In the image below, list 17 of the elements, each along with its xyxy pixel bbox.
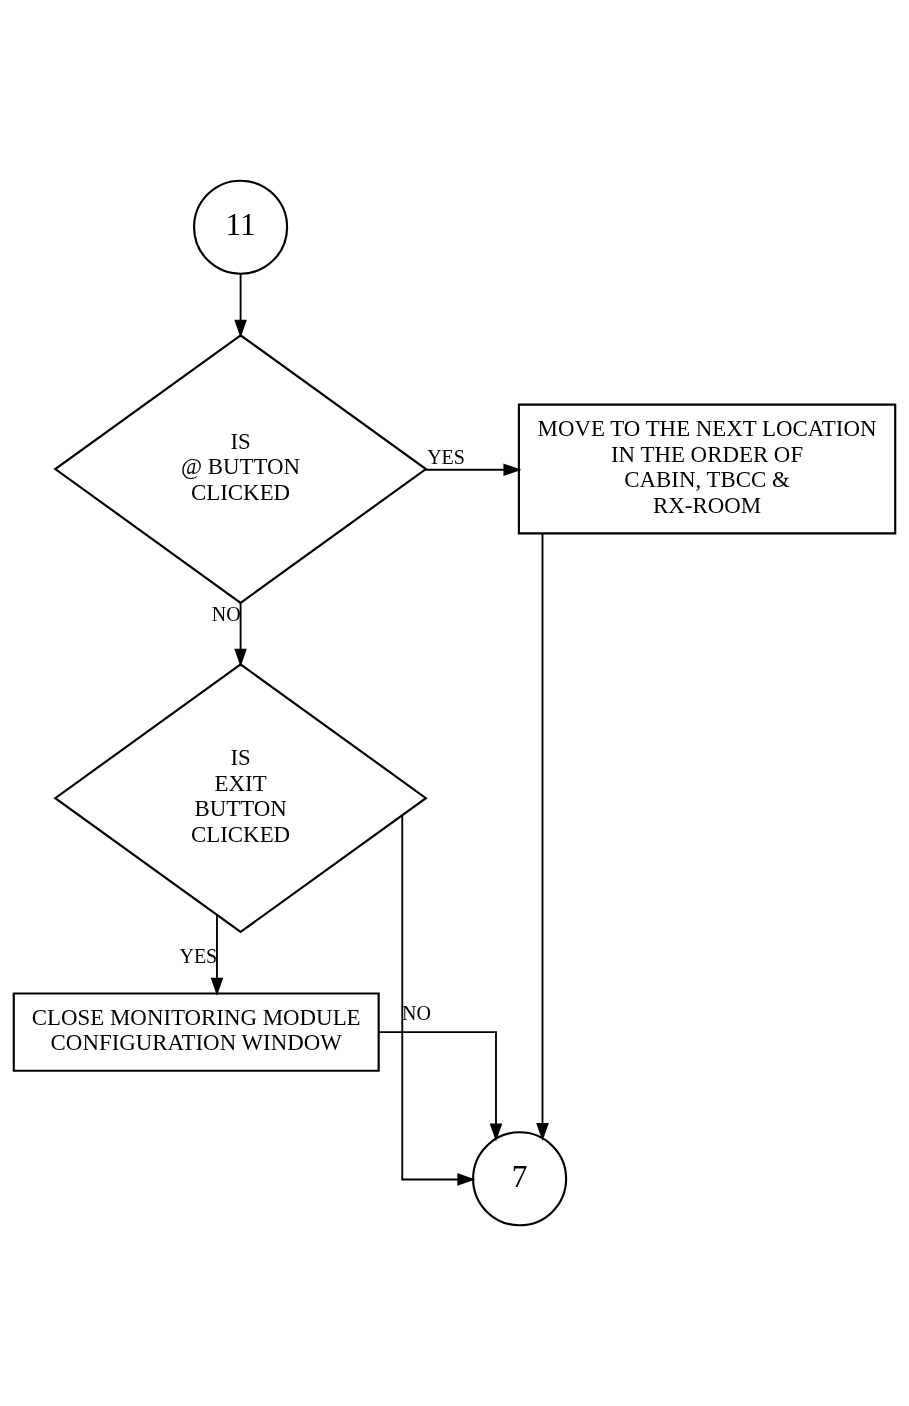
arrow <box>401 814 476 1186</box>
node-diamond: IS @ BUTTON CLICKED <box>53 333 428 605</box>
node-box: CLOSE MONITORING MODULE CONFIGURATION WINDOW <box>12 992 380 1072</box>
edge-label: YES <box>179 944 218 967</box>
arrow <box>536 533 549 1141</box>
arrow <box>234 272 247 338</box>
arrow <box>210 914 224 996</box>
arrow <box>424 463 522 477</box>
node-diamond: IS EXIT BUTTON CLICKED <box>53 663 428 934</box>
edge-label: NO <box>211 602 241 625</box>
node-box: MOVE TO THE NEXT LOCATION IN THE ORDER OF CABIN, TBCC & RX-ROOM <box>517 403 897 535</box>
arrow <box>377 1031 503 1142</box>
node-circle: 11 <box>193 179 289 275</box>
arrow <box>234 602 247 667</box>
edge-label: NO <box>402 1002 432 1025</box>
node-circle: 7 <box>472 1131 568 1227</box>
edge-label: YES <box>427 446 465 469</box>
